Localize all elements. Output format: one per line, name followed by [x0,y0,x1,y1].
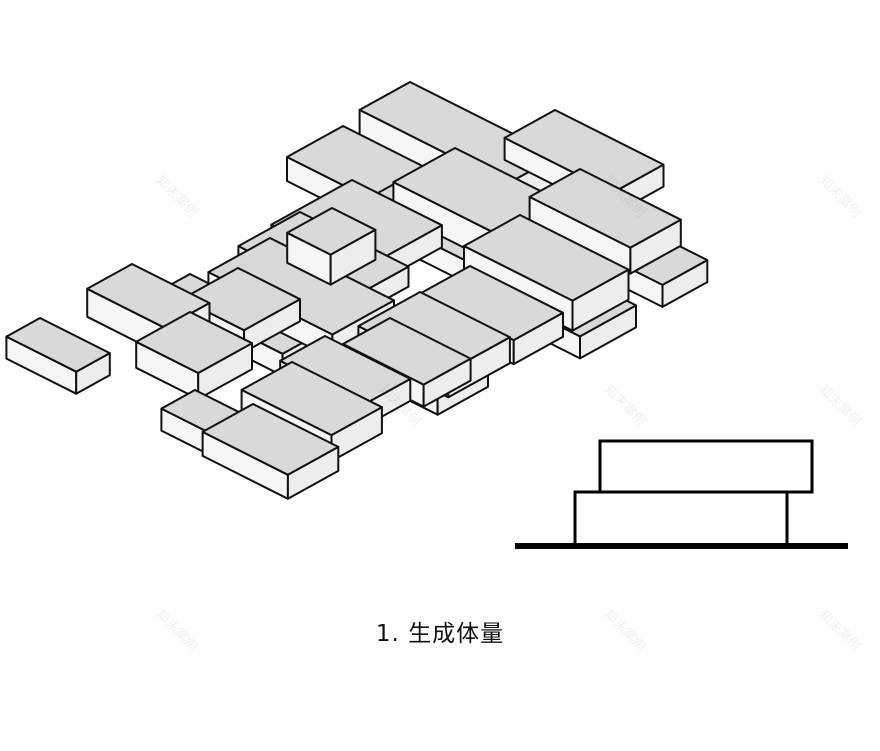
volume-roof [181,267,301,332]
section-upper-block [598,439,814,494]
volume-roof [528,168,682,249]
volume-roof [419,265,564,342]
volume-roof [207,237,395,336]
volume-roof [135,311,253,374]
volume-roof [463,214,630,302]
volume-roof [286,207,377,256]
volume-roof [201,403,340,476]
section-lower-block [573,490,789,547]
volume-roof [342,317,472,386]
volume-roof [240,361,383,437]
section-sketch [515,439,848,549]
massing-volumes [5,81,709,500]
diagram-caption: 1. 生成体量 [375,621,505,647]
volume-roof [5,317,111,373]
